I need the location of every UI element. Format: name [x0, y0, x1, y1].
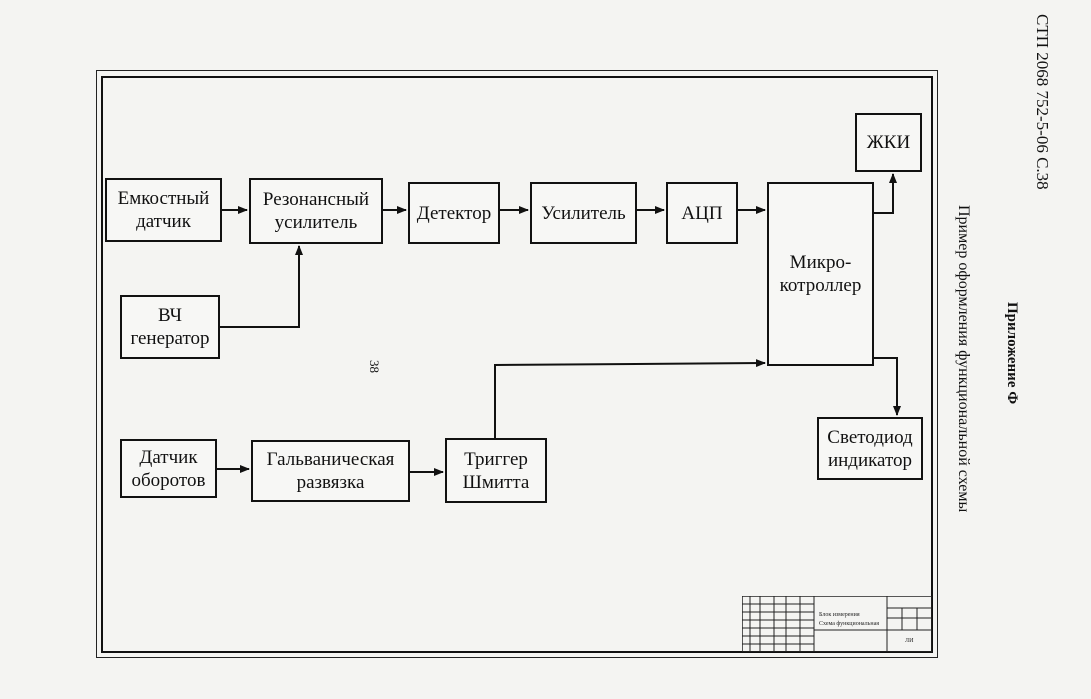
- wire-generator-to-resonant-amp: [220, 245, 303, 328]
- block-hf-generator: ВЧ генератор: [120, 295, 220, 359]
- title-block-line1: Блок измерения: [819, 612, 860, 618]
- wire-mcu-to-lcd: [874, 173, 897, 214]
- block-lcd: ЖКИ: [855, 113, 922, 172]
- wire-mcu-to-led: [874, 357, 901, 416]
- title-block-line2: Схема функциональная: [819, 621, 880, 627]
- block-microcontroller: Микро- котроллер: [767, 182, 874, 366]
- title-block: [742, 596, 932, 652]
- appendix-title: Приложение Ф: [1004, 302, 1020, 405]
- document-code: СТП 2068 752-5-06 С.38: [1033, 14, 1052, 190]
- block-adc: АЦП: [666, 182, 738, 244]
- wire-trigger-to-mcu: [494, 359, 766, 438]
- block-detector: Детектор: [408, 182, 500, 244]
- drawing-frame-outer: [96, 70, 938, 658]
- title-block-code: ЛИ: [905, 638, 914, 644]
- block-schmitt-trigger: Триггер Шмитта: [445, 438, 547, 503]
- block-amplifier: Усилитель: [530, 182, 637, 244]
- block-led-indicator: Светодиод индикатор: [817, 417, 923, 480]
- figure-caption: Пример оформления функциональной схемы: [955, 205, 972, 513]
- drawing-frame-inner: [101, 76, 933, 653]
- block-capacitive-sensor: Емкостный датчик: [105, 178, 222, 242]
- block-galvanic-isolation: Гальваническая развязка: [251, 440, 410, 502]
- page-number: 38: [367, 360, 382, 373]
- block-speed-sensor: Датчик оборотов: [120, 439, 217, 498]
- block-resonant-amplifier: Резонансный усилитель: [249, 178, 383, 244]
